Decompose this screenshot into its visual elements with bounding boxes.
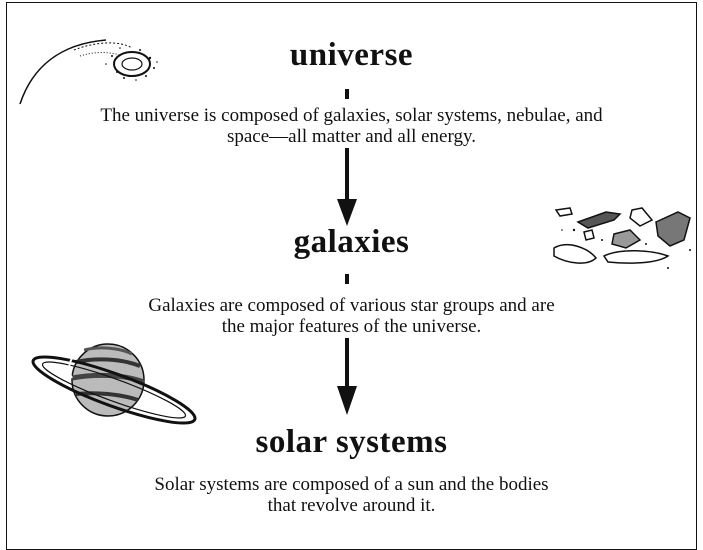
heading-solar-systems: solar systems	[0, 424, 703, 461]
heading-galaxies: galaxies	[0, 224, 703, 261]
description-galaxies: Galaxies are composed of various star gr…	[0, 295, 703, 337]
ringed-planet-icon	[24, 332, 204, 432]
description-solar-systems-line-1: Solar systems are composed of a sun and …	[0, 474, 703, 495]
description-universe: The universe is composed of galaxies, so…	[0, 105, 703, 147]
description-solar-systems: Solar systems are composed of a sun and …	[0, 474, 703, 516]
description-galaxies-line-1: Galaxies are composed of various star gr…	[0, 295, 703, 316]
description-universe-line-1: The universe is composed of galaxies, so…	[0, 105, 703, 126]
heading-universe: universe	[0, 37, 703, 74]
description-galaxies-line-2: the major features of the universe.	[0, 316, 703, 337]
description-solar-systems-line-2: that revolve around it.	[0, 495, 703, 516]
description-universe-line-2: space—all matter and all energy.	[0, 126, 703, 147]
